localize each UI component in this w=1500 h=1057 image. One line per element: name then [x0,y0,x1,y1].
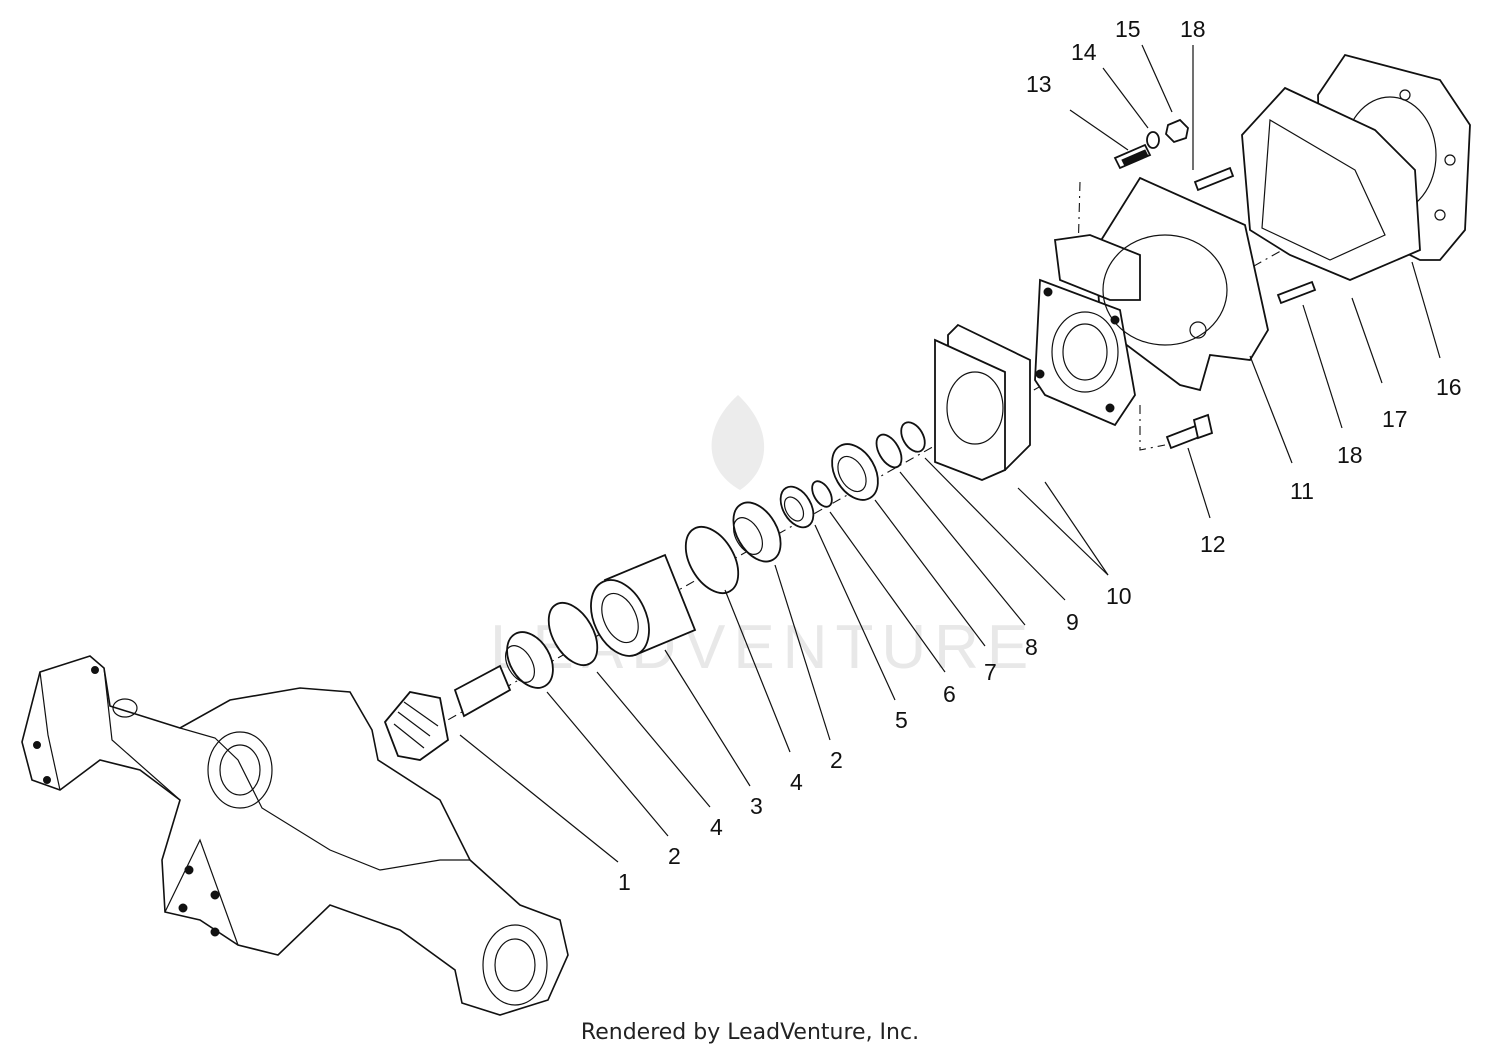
gasket-large [1241,86,1421,281]
pinion-housing [1034,176,1269,427]
callout-4: 4 [790,769,803,795]
callout-11: 11 [1290,478,1314,504]
o-ring-upper [684,526,740,594]
stud-13 [1113,143,1152,170]
leader-lines [459,44,1441,863]
dowel-pin-lower [1276,280,1317,305]
callout-3: 3 [750,793,763,819]
axle-housing [21,655,569,1016]
pinion-gear-shaft [383,664,512,761]
callout-14: 14 [1071,39,1097,65]
callout-16: 16 [1436,374,1462,400]
bearing-lower [504,631,554,689]
callout-10: 10 [1106,583,1132,609]
nut-15 [1165,118,1189,144]
pinion-nut [900,421,926,453]
callout-2: 2 [668,843,681,869]
callout-18: 18 [1337,442,1363,468]
dowel-pin-upper [1193,166,1235,192]
snap-ring [811,480,833,508]
footer-credit: Rendered by LeadVenture, Inc. [580,1020,920,1045]
gasket-pair [934,323,1031,481]
bolt-12 [1165,413,1214,450]
callout-13: 13 [1026,71,1052,97]
callout-18: 18 [1180,16,1206,42]
callout-6: 6 [943,681,956,707]
bearing-cup [779,485,815,529]
callout-1: 1 [618,869,631,895]
callout-7: 7 [984,659,997,685]
callouts: 1 2 4 3 4 2 5 6 7 8 9 10 11 12 13 14 15 … [618,16,1462,895]
o-ring-lower [547,602,599,666]
lock-washer [875,433,903,469]
callout-8: 8 [1025,634,1038,660]
callout-5: 5 [895,707,908,733]
washer-14 [1146,131,1160,149]
seal [831,443,879,501]
bearing-upper [732,501,782,563]
bearing-sleeve [590,553,697,657]
callout-4: 4 [710,814,723,840]
callout-17: 17 [1382,406,1408,432]
callout-12: 12 [1200,531,1226,557]
callout-15: 15 [1115,16,1141,42]
callout-2: 2 [830,747,843,773]
callout-9: 9 [1066,609,1079,635]
